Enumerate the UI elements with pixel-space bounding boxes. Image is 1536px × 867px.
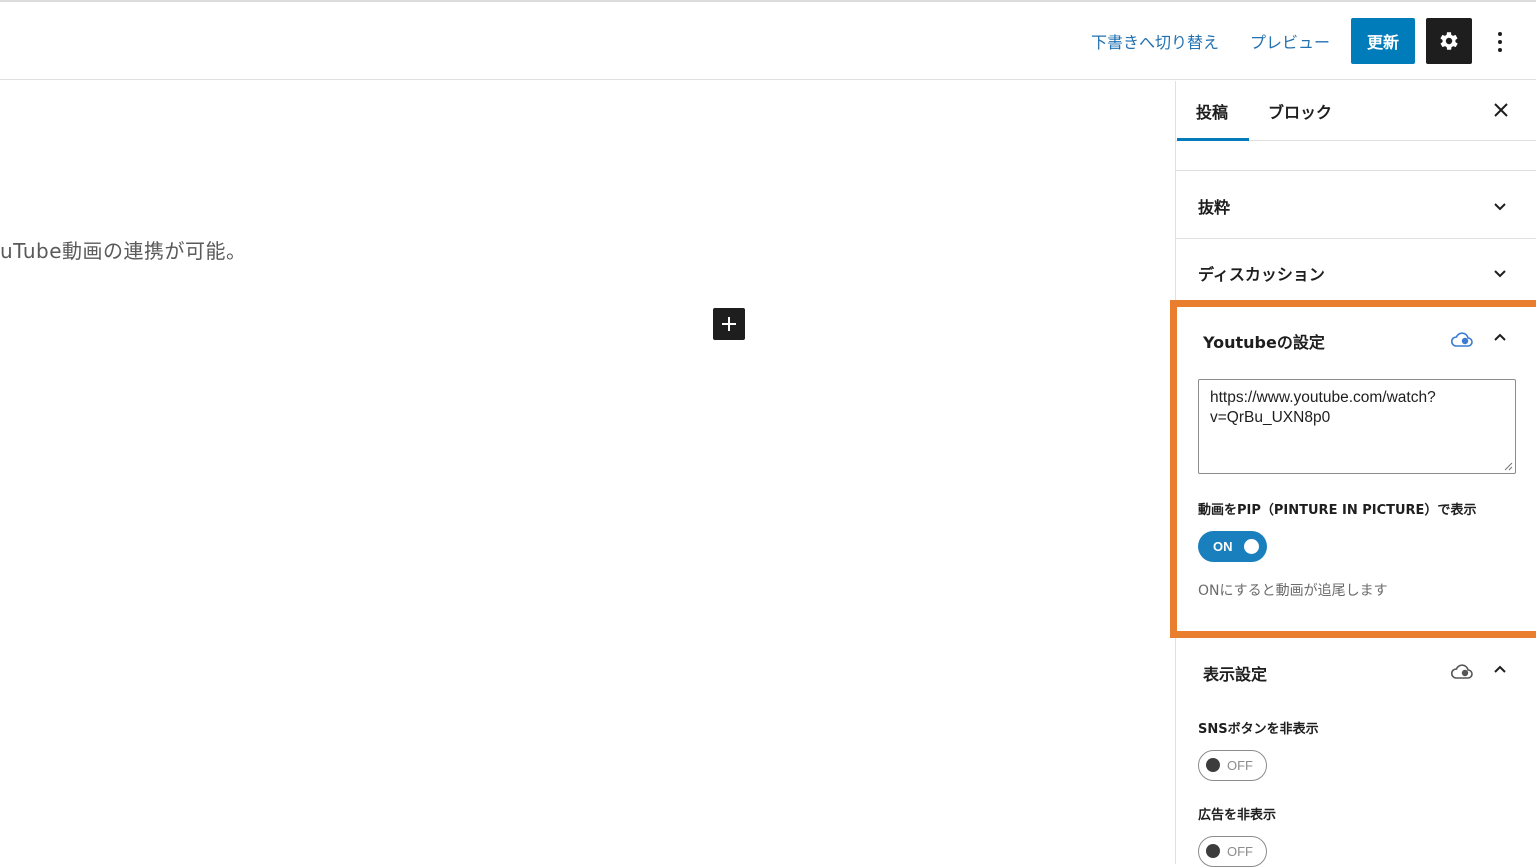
sns-label: SNSボタンを非表示: [1198, 722, 1319, 737]
highlight-frame: [1170, 300, 1536, 638]
plus-icon: [722, 317, 736, 331]
panel-discussion-title: ディスカッション: [1198, 265, 1325, 284]
url-line-1: https://www.youtube.com/watch?: [1210, 389, 1436, 406]
tab-post[interactable]: 投稿: [1196, 103, 1229, 122]
close-sidebar-button[interactable]: [1490, 99, 1512, 121]
preview-link[interactable]: プレビュー: [1250, 33, 1331, 52]
panel-excerpt-title: 抜粋: [1198, 198, 1231, 217]
sns-toggle[interactable]: OFF: [1198, 750, 1267, 781]
add-block-button[interactable]: [713, 308, 745, 340]
pip-label: 動画をPIP（PINTURE IN PICTURE）で表示: [1198, 503, 1477, 518]
tab-block[interactable]: ブロック: [1268, 103, 1333, 122]
toggle-knob: [1206, 844, 1220, 858]
close-icon: [1494, 103, 1508, 117]
ads-toggle-label: OFF: [1227, 844, 1253, 859]
active-tab-indicator: [1177, 138, 1249, 141]
panel-above-excerpt: [1176, 141, 1536, 171]
panel-discussion[interactable]: ディスカッション: [1176, 239, 1536, 305]
more-options-button[interactable]: [1486, 24, 1514, 60]
sidebar-tabs: 投稿 ブロック: [1176, 81, 1536, 141]
resize-handle-icon[interactable]: [1503, 461, 1513, 471]
pip-toggle[interactable]: ON: [1198, 531, 1267, 562]
settings-sidebar: 投稿 ブロック 抜粋 ディスカッション Youtubeの設定: [1175, 81, 1536, 867]
settings-button[interactable]: [1426, 18, 1472, 64]
ads-label: 広告を非表示: [1198, 808, 1277, 823]
panel-excerpt[interactable]: 抜粋: [1176, 171, 1536, 239]
toggle-knob: [1206, 758, 1220, 772]
editor-canvas[interactable]: uTube動画の連携が可能。: [0, 81, 1175, 864]
sns-toggle-label: OFF: [1227, 758, 1253, 773]
cloud-icon: [1450, 664, 1473, 679]
more-vertical-icon: [1498, 32, 1502, 52]
paragraph-block[interactable]: uTube動画の連携が可能。: [0, 239, 247, 263]
gear-icon: [1440, 32, 1458, 50]
toggle-knob: [1244, 539, 1259, 554]
editor-header: 下書きへ切り替え プレビュー 更新: [0, 2, 1536, 80]
url-line-2: v=QrBu_UXN8p0: [1210, 409, 1331, 426]
chevron-up-icon[interactable]: [1491, 329, 1509, 347]
window-top-border: [0, 0, 1536, 2]
ads-toggle[interactable]: OFF: [1198, 836, 1267, 867]
pip-help-text: ONにすると動画が追尾します: [1198, 583, 1388, 599]
update-button[interactable]: 更新: [1351, 18, 1415, 64]
pip-toggle-label: ON: [1213, 539, 1233, 554]
chevron-down-icon[interactable]: [1491, 264, 1509, 282]
panel-youtube-title: Youtubeの設定: [1203, 333, 1325, 352]
chevron-down-icon[interactable]: [1491, 197, 1509, 215]
panel-display-title: 表示設定: [1203, 665, 1268, 684]
cloud-icon: [1450, 332, 1473, 347]
chevron-up-icon[interactable]: [1491, 661, 1509, 679]
youtube-url-textarea[interactable]: https://www.youtube.com/watch? v=QrBu_UX…: [1198, 379, 1516, 474]
switch-to-draft-link[interactable]: 下書きへ切り替え: [1091, 33, 1220, 52]
